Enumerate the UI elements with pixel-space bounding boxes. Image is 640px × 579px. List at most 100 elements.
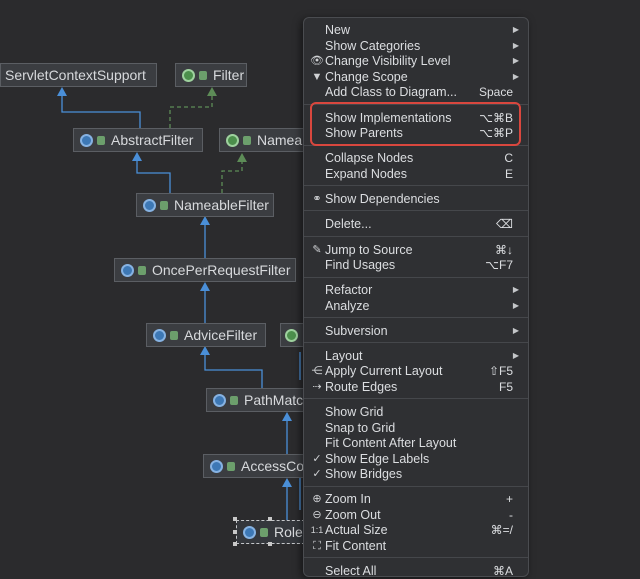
menu-item-shortcut: C [504,151,513,165]
node-nameable[interactable]: Nameab [219,128,305,152]
menu-item-subversion[interactable]: Subversion ▶ [304,323,528,339]
zoom-out-icon: ⊖ [312,509,322,521]
public-visibility-icon [199,70,207,80]
layout-icon: ⋲ [311,365,323,377]
menu-separator [304,185,528,186]
node-path-matching[interactable]: PathMatch [206,388,305,412]
node-filter[interactable]: Filter [175,63,247,87]
menu-item-label: Layout [325,349,363,363]
menu-item-jump-to-source[interactable]: ✎Jump to Source⌘↓ [304,242,528,258]
menu-item-label: Delete... [325,217,372,231]
menu-item-label: Show Implementations [325,111,452,125]
menu-item-layout[interactable]: Layout▶ [304,348,528,364]
menu-item-delete[interactable]: Delete...⌫ [304,216,528,232]
edge-nameablefilter-abstractfilter [136,158,171,193]
submenu-arrow-icon: ▶ [512,285,519,294]
menu-item-find-usages[interactable]: Find Usages⌥F7 [304,257,528,273]
node-once-per-request-filter[interactable]: OncePerRequestFilter [114,258,296,282]
menu-item-show-implementations[interactable]: Show Implementations ⌥⌘B [304,110,528,126]
menu-item-show-edge-labels[interactable]: ✓Show Edge Labels [304,451,528,467]
submenu-arrow-icon: ▶ [512,326,519,335]
fit-content-icon: ⛶ [313,540,321,552]
arrowhead [282,478,292,487]
menu-item-zoom-out[interactable]: ⊖Zoom Out- [304,507,528,523]
menu-item-show-categories[interactable]: Show Categories ▶ [304,38,528,54]
menu-item-shortcut: F5 [498,380,513,394]
node-label: RoleF [274,524,304,540]
menu-item-shortcut: ⌥⌘P [479,126,513,140]
menu-item-snap-to-grid[interactable]: Snap to Grid [304,420,528,436]
selection-handle[interactable] [233,530,237,534]
menu-separator [304,277,528,278]
menu-item-fit-content[interactable]: ⛶Fit Content [304,538,528,554]
menu-item-label: Analyze [325,299,370,313]
menu-item-add-class[interactable]: Add Class to Diagram...Space [304,84,528,100]
menu-item-show-grid[interactable]: Show Grid [304,404,528,420]
menu-item-change-visibility-level[interactable]: 👁Change Visibility Level▶ [304,53,528,69]
menu-item-label: Zoom In [325,492,371,506]
node-nameable-filter[interactable]: NameableFilter [136,193,274,217]
menu-item-label: Add Class to Diagram... [325,85,457,99]
menu-separator [304,342,528,343]
node-abstract-filter[interactable]: AbstractFilter [73,128,203,152]
menu-item-show-dependencies[interactable]: ⚭Show Dependencies [304,191,528,207]
public-visibility-icon [227,461,235,471]
node-label: AbstractFilter [111,132,194,148]
public-visibility-icon [260,527,268,537]
menu-item-label: Fit Content After Layout [325,436,457,450]
menu-item-label: Change Visibility Level [325,54,451,68]
selection-handle[interactable] [233,517,237,521]
submenu-arrow-icon: ▶ [512,56,519,65]
menu-item-label: Show Edge Labels [325,452,430,466]
menu-item-label: Show Categories [325,39,421,53]
menu-item-show-parents[interactable]: Show Parents ⌥⌘P [304,125,528,141]
menu-item-shortcut: ⌘↓ [495,243,513,257]
submenu-arrow-icon: ▶ [512,41,519,50]
class-icon [80,133,93,147]
menu-item-apply-current-layout[interactable]: ⋲Apply Current Layout⇧F5 [304,363,528,379]
zoom-in-icon: ⊕ [312,493,322,505]
menu-item-label: Actual Size [325,523,388,537]
arrowhead [132,152,142,161]
arrowhead [237,153,247,162]
arrowhead [200,346,210,355]
highlight-box [310,102,521,146]
node-role[interactable]: RoleF [236,520,305,544]
submenu-arrow-icon: ▶ [512,25,519,34]
menu-item-shortcut: ⇧F5 [488,364,513,378]
class-icon [143,198,156,212]
route-icon: ⇢ [312,381,322,393]
node-access-control[interactable]: AccessCo [203,454,305,478]
menu-item-analyze[interactable]: Analyze▶ [304,298,528,314]
menu-item-label: Show Parents [325,126,403,140]
menu-item-shortcut: ⌥F7 [485,258,513,272]
menu-item-refactor[interactable]: Refactor▶ [304,282,528,298]
menu-item-shortcut: ⌥⌘B [479,111,513,125]
menu-item-select-all[interactable]: Select All⌘A [304,563,528,579]
public-visibility-icon [138,265,146,275]
selection-handle[interactable] [268,542,272,546]
node-advice-filter[interactable]: AdviceFilter [146,323,266,347]
menu-item-show-bridges[interactable]: ✓Show Bridges [304,466,528,482]
menu-item-new[interactable]: New▶ [304,22,528,38]
menu-item-label: Subversion [325,324,388,338]
menu-item-fit-content-after-layout[interactable]: Fit Content After Layout [304,435,528,451]
edge-abstractfilter-servletcontextsupport [61,92,141,128]
node-hidden-interface[interactable] [280,323,305,347]
arrowhead [57,87,67,96]
menu-separator [304,486,528,487]
selection-handle[interactable] [268,517,272,521]
menu-item-zoom-in[interactable]: ⊕Zoom In+ [304,491,528,507]
node-servlet-context-support[interactable]: ServletContextSupport [0,63,157,87]
menu-item-label: Select All [325,564,377,578]
menu-item-change-scope[interactable]: ▼Change Scope▶ [304,69,528,85]
arrowhead [200,216,210,225]
selection-handle[interactable] [233,542,237,546]
menu-item-label: Show Dependencies [325,192,440,206]
interface-icon [226,133,239,147]
